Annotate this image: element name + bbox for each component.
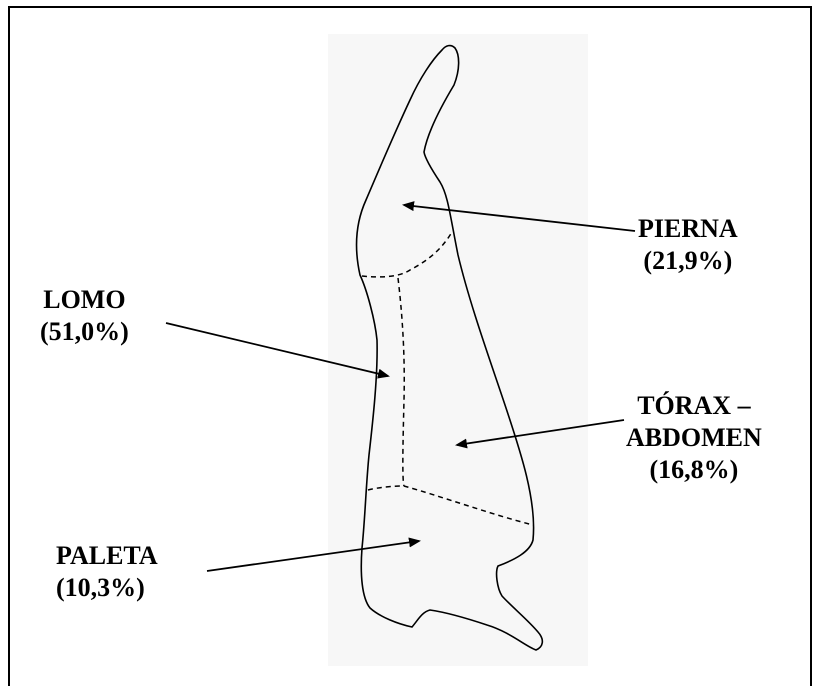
lomo-boundary-vertical: [398, 278, 404, 486]
pierna-arrow: [404, 205, 635, 231]
paleta-value: (10,3%): [56, 572, 158, 604]
paleta-arrow: [207, 541, 419, 571]
lomo-name: LOMO: [40, 284, 129, 316]
paleta-name: PALETA: [56, 540, 158, 572]
pierna-value: (21,9%): [638, 245, 738, 277]
pierna-label: PIERNA (21,9%): [638, 213, 738, 277]
pierna-boundary: [362, 232, 452, 277]
lomo-value: (51,0%): [40, 316, 129, 348]
torax-name-line2: ABDOMEN: [626, 422, 762, 454]
pierna-name: PIERNA: [638, 213, 738, 245]
torax-arrow: [457, 420, 624, 445]
torax-name-line1: TÓRAX –: [626, 390, 762, 422]
paleta-label: PALETA (10,3%): [56, 540, 158, 604]
carcass-outline: [357, 46, 543, 650]
torax-label: TÓRAX – ABDOMEN (16,8%): [626, 390, 762, 486]
paleta-boundary: [368, 486, 533, 525]
lomo-arrow: [166, 323, 388, 376]
torax-value: (16,8%): [626, 454, 762, 486]
lomo-label: LOMO (51,0%): [40, 284, 129, 348]
